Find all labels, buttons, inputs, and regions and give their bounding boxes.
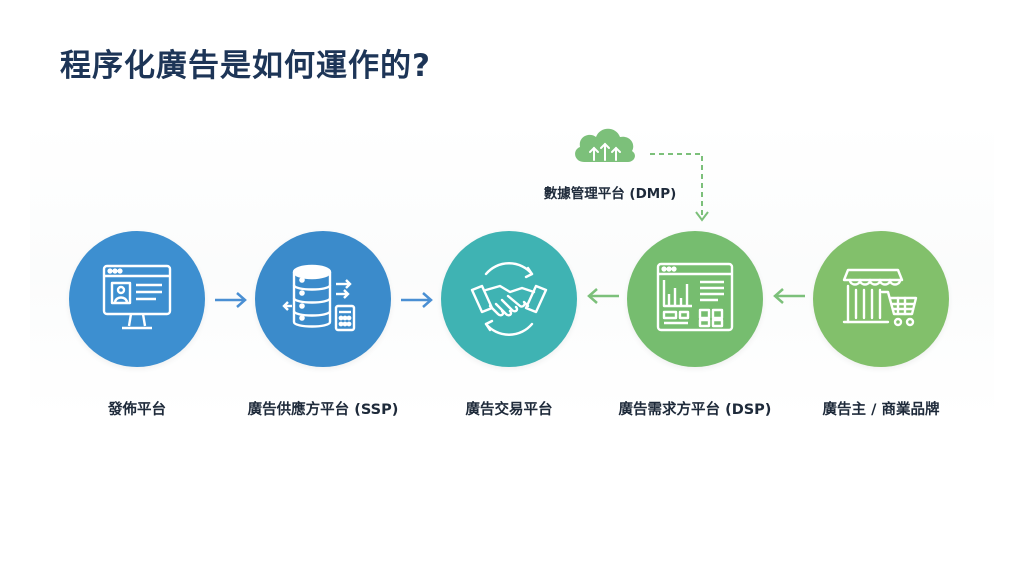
arrow-dsp-to-exchange [587, 288, 619, 304]
label-advertiser: 廣告主 / 商業品牌 [822, 402, 940, 418]
arrow-publisher-to-ssp [215, 292, 247, 308]
label-dsp: 廣告需求方平台 (DSP) [618, 402, 772, 418]
node-ad-exchange [441, 231, 577, 367]
dmp-to-dsp-arrow [650, 153, 709, 222]
label-ssp: 廣告供應方平台 (SSP) [247, 402, 399, 418]
arrow-ssp-to-exchange [401, 292, 433, 308]
label-publisher: 發佈平台 [108, 402, 166, 418]
cloud-upload-icon [575, 128, 635, 162]
database-server-icon [282, 264, 356, 332]
dashboard-analytics-icon [656, 262, 734, 332]
node-dsp [627, 231, 763, 367]
dmp-label: 數據管理平台 (DMP) [543, 186, 677, 202]
page-title: 程序化廣告是如何運作的? [60, 48, 431, 84]
storefront-cart-icon [842, 268, 918, 327]
arrow-advertiser-to-dsp [773, 288, 805, 304]
node-publisher [69, 231, 205, 367]
label-ad-exchange: 廣告交易平台 [465, 402, 553, 418]
handshake-icon [470, 262, 548, 336]
node-ssp [255, 231, 391, 367]
node-advertiser [813, 231, 949, 367]
publisher-monitor-icon [102, 264, 172, 330]
